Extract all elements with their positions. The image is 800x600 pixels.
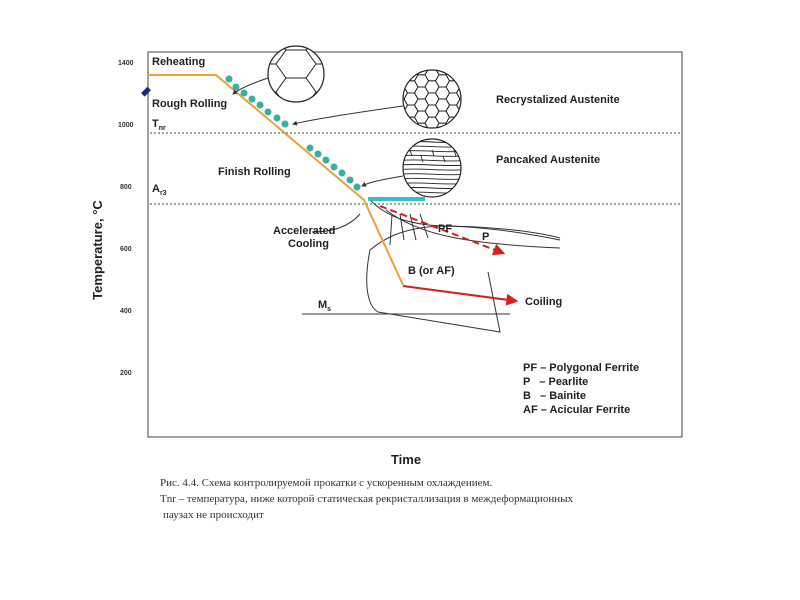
p-curve xyxy=(385,209,561,249)
caption-line-2: Tnr – температура, ниже которой статичес… xyxy=(160,493,574,505)
caption-line-3: паузах не происходит xyxy=(163,509,264,521)
y-tick-800: 800 xyxy=(120,184,132,191)
reheating-label: Reheating xyxy=(152,56,205,68)
figure-caption: Рис. 4.4. Схема контролируемой прокатки … xyxy=(160,475,720,523)
accelerated-label: Accelerated xyxy=(273,225,335,237)
y-tick-200: 200 xyxy=(120,370,132,377)
y-tick-600: 600 xyxy=(120,246,132,253)
finish-rolling-label: Finish Rolling xyxy=(218,166,291,178)
y-axis-title: Temperature, °C xyxy=(90,200,105,300)
y-tick-1400: 1400 xyxy=(118,60,134,67)
legend-pf: PF – Polygonal Ferrite xyxy=(523,362,639,374)
process-path xyxy=(148,74,404,286)
cooling-label: Cooling xyxy=(288,238,329,250)
coiling-arrow xyxy=(402,285,519,306)
bainite-label: B (or AF) xyxy=(408,265,455,277)
rolling-passes xyxy=(225,75,361,191)
tnr-label: Tnr xyxy=(152,118,166,132)
ms-label: Ms xyxy=(318,299,331,313)
finish-rolling-bar xyxy=(368,197,425,201)
coiling-label: Coiling xyxy=(525,296,562,308)
pancaked-grain xyxy=(402,138,462,198)
caption-line-1: Рис. 4.4. Схема контролируемой прокатки … xyxy=(160,477,493,489)
recrystallized-label: Recrystalized Austenite xyxy=(496,94,620,106)
cooling-leader xyxy=(311,213,361,233)
pf-label: PF xyxy=(438,223,452,235)
reheat-marker xyxy=(141,86,151,97)
legend-af: AF – Acicular Ferrite xyxy=(523,404,630,416)
legend-b: B – Bainite xyxy=(523,390,586,402)
transformation-curves xyxy=(302,199,561,333)
leader-lines xyxy=(232,77,404,187)
pancaked-label: Pancaked Austenite xyxy=(496,154,600,166)
p-label: P xyxy=(482,231,489,243)
legend: PF – Polygonal Ferrite P – Pearlite B – … xyxy=(523,362,639,416)
ar3-label: Ar3 xyxy=(152,183,167,197)
rough-rolling-label: Rough Rolling xyxy=(152,98,227,110)
y-axis-ticks: 1400 1000 800 600 400 200 xyxy=(118,60,134,377)
plot-frame xyxy=(147,51,683,438)
pf-start-curve xyxy=(369,199,561,241)
y-tick-1000: 1000 xyxy=(118,122,134,129)
x-axis-title: Time xyxy=(391,452,421,467)
bainite-start-curve xyxy=(369,225,561,251)
recrystallized-grain-small xyxy=(267,45,325,103)
legend-p: P – Pearlite xyxy=(523,376,588,388)
y-tick-400: 400 xyxy=(120,308,132,315)
bainite-nose xyxy=(366,249,501,333)
